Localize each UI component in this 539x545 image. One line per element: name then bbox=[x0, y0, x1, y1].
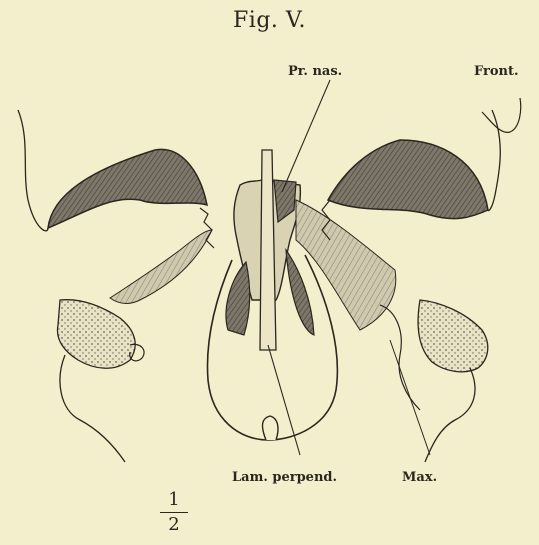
scale-denominator: 2 bbox=[160, 514, 188, 536]
label-front: Front. bbox=[474, 64, 519, 79]
maxilla-left-shade bbox=[110, 230, 212, 304]
right-upper-ridge bbox=[482, 98, 521, 132]
left-zygomatic-piece bbox=[57, 300, 135, 369]
right-zygomatic-piece bbox=[418, 300, 488, 372]
left-turbinate bbox=[226, 262, 250, 335]
right-turbinate bbox=[286, 250, 314, 335]
left-orbit-roof bbox=[48, 149, 207, 228]
scale-fraction: 1 2 bbox=[160, 489, 188, 536]
scale-numerator: 1 bbox=[160, 489, 188, 511]
leader-pr-nas bbox=[282, 80, 330, 192]
right-lower-contour bbox=[425, 368, 475, 462]
right-orbit-roof bbox=[328, 140, 488, 219]
right-inner-curve bbox=[380, 305, 420, 410]
label-max: Max. bbox=[402, 470, 437, 485]
fraction-bar bbox=[160, 512, 188, 513]
label-pr-nas: Pr. nas. bbox=[288, 64, 342, 79]
left-lower-contour bbox=[60, 355, 125, 462]
left-skull-contour bbox=[18, 110, 48, 231]
label-lam-perpend: Lam. perpend. bbox=[232, 470, 337, 485]
nasal-spine bbox=[263, 416, 278, 440]
leader-max bbox=[390, 340, 430, 455]
